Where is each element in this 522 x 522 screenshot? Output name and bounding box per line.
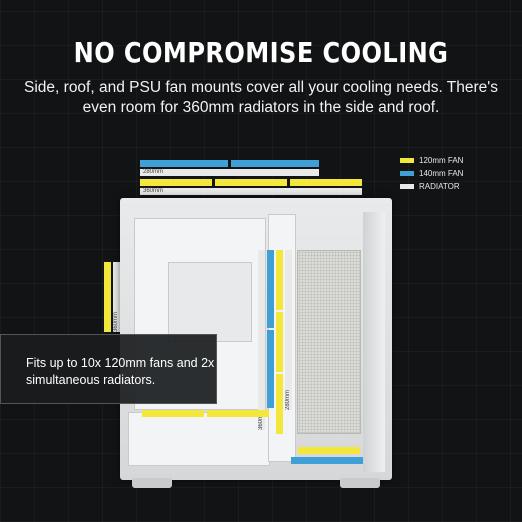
top-120mm-fan-2 <box>215 179 287 186</box>
side-120mm-fan-3 <box>276 374 283 434</box>
side-360mm-radiator: 360mm <box>258 250 265 430</box>
legend-label: RADIATOR <box>419 182 460 191</box>
blue-swatch-icon <box>400 171 414 176</box>
callout-text: Fits up to 10x 120mm fans and 2x simulta… <box>26 356 215 387</box>
bottom-120mm-fan-2 <box>207 410 269 417</box>
side-140mm-fan-2 <box>267 330 274 408</box>
legend-label: 120mm FAN <box>419 156 464 165</box>
rear-radiator: 360mm <box>113 262 120 332</box>
case-foot-left <box>132 478 172 488</box>
legend-item-140mm-fan: 140mm FAN <box>400 167 463 180</box>
side-120mm-fan-2 <box>276 312 283 372</box>
white-swatch-icon <box>400 184 414 189</box>
rear-120mm-fan <box>104 262 111 332</box>
psu-shroud <box>128 412 270 466</box>
top-140mm-fan-1 <box>140 160 228 167</box>
side-280mm-radiator: 280mm <box>285 250 292 410</box>
legend-label: 140mm FAN <box>419 169 464 178</box>
bottom-120mm-fan-1 <box>142 410 204 417</box>
psu-140mm-fan <box>291 457 363 464</box>
legend-item-radiator: RADIATOR <box>400 180 463 193</box>
subtitle: Side, roof, and PSU fan mounts cover all… <box>24 79 498 116</box>
top-360mm-radiator: 360mm <box>140 188 362 195</box>
legend-item-120mm-fan: 120mm FAN <box>400 154 463 167</box>
side-mesh-panel <box>297 250 361 434</box>
top-120mm-fan-3 <box>290 179 362 186</box>
cpu-cutout <box>168 262 252 342</box>
top-120mm-fan-1 <box>140 179 212 186</box>
top-280mm-radiator: 280mm <box>140 169 319 176</box>
psu-120mm-fan <box>298 447 360 454</box>
glass-side-panel <box>363 212 385 472</box>
case-foot-right <box>340 478 380 488</box>
side-120mm-fan-1 <box>276 250 283 310</box>
top-140mm-fan-2 <box>231 160 319 167</box>
callout-box <box>0 334 217 404</box>
yellow-swatch-icon <box>400 158 414 163</box>
legend: 120mm FAN 140mm FAN RADIATOR <box>400 154 463 193</box>
headline: NO COMPROMISE COOLING <box>73 36 449 69</box>
side-140mm-fan-1 <box>267 250 274 328</box>
